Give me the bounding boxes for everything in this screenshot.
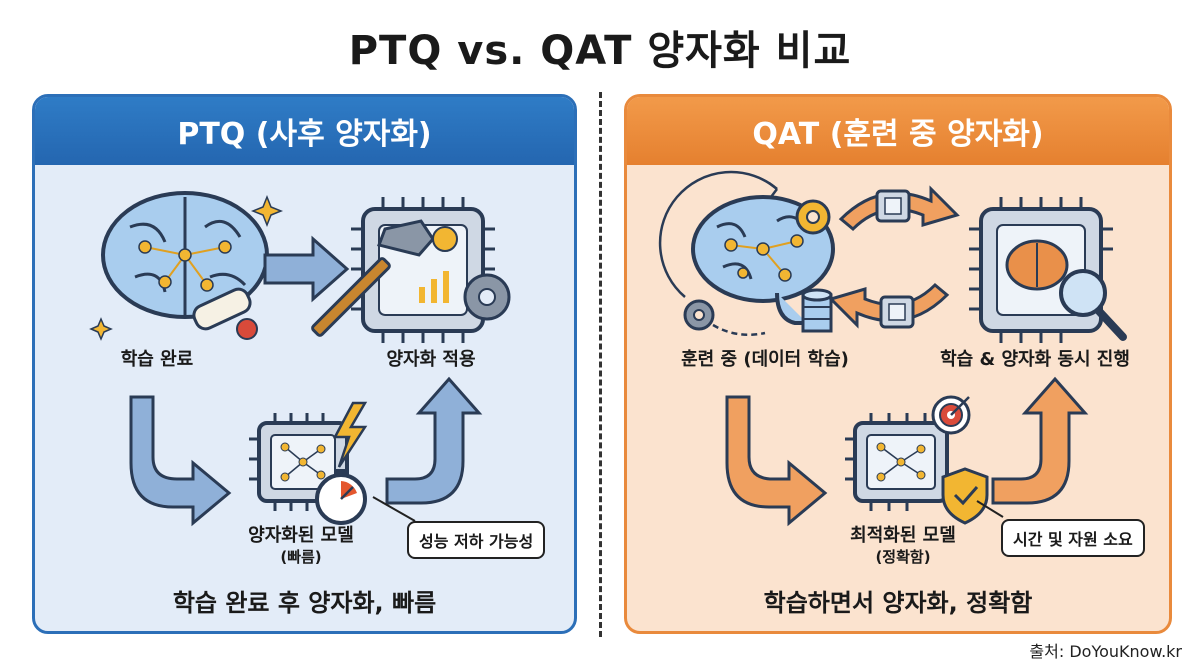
- ptq-summary: 학습 완료 후 양자화, 빠름: [172, 589, 437, 617]
- curved-arrow-down-icon: [725, 395, 828, 527]
- database-icon: [801, 288, 833, 333]
- target-icon: [931, 395, 971, 435]
- magnifier-icon: [1059, 269, 1127, 341]
- qat-summary: 학습하면서 양자화, 정확함: [763, 589, 1033, 617]
- qat-callout: 시간 및 자원 소요: [1001, 519, 1145, 557]
- qat-illustration: [658, 170, 1127, 527]
- ptq-illustration: [89, 191, 511, 527]
- qat-step3-label: 최적화된 모델: [850, 525, 956, 546]
- source-credit: 출처: DoYouKnow.kr: [1029, 642, 1182, 661]
- callout-pointer: [372, 496, 416, 522]
- qat-step1-label: 훈련 중 (데이터 학습): [681, 349, 849, 370]
- ptq-callout: 성능 저하 가능성: [407, 521, 546, 559]
- gear-icon: [432, 226, 511, 321]
- curved-arrow-up-icon: [385, 376, 483, 505]
- brain-icon: [101, 191, 269, 319]
- chip-brain-icon: [969, 197, 1113, 343]
- ptq-step3-label: 양자화된 모델: [248, 525, 354, 546]
- shield-check-icon: [941, 467, 989, 525]
- qat-panel-header: QAT (훈련 중 양자화): [627, 97, 1169, 165]
- stopwatch-icon: [315, 469, 367, 525]
- arrow-right-icon: [263, 235, 350, 303]
- curved-arrow-down-icon: [129, 395, 232, 527]
- sparkle-icon: [89, 194, 284, 341]
- qat-step3-sublabel: (정확함): [875, 548, 931, 566]
- ptq-step2-label: 양자화 적용: [386, 349, 476, 370]
- ptq-step1-label: 학습 완료: [120, 349, 194, 370]
- callout-pointer: [976, 500, 1004, 518]
- ptq-step3-sublabel: (빠름): [280, 548, 322, 566]
- qat-step2-label: 학습 & 양자화 동시 진행: [940, 349, 1130, 370]
- page-title: PTQ vs. QAT 양자화 비교: [348, 28, 852, 74]
- mini-chip-icon: [875, 189, 911, 223]
- gear-icon: [683, 199, 831, 331]
- panel-divider: [599, 92, 602, 637]
- cycle-arrow-icon: [658, 170, 778, 298]
- optimized-chip-icon: [845, 413, 949, 511]
- ptq-panel: PTQ (사후 양자화): [32, 94, 577, 634]
- lightning-icon: [332, 401, 368, 468]
- diploma-scroll-icon: [192, 287, 258, 340]
- mini-chip-icon: [879, 295, 915, 329]
- curved-arrow-up-icon: [991, 376, 1089, 505]
- ptq-panel-header: PTQ (사후 양자화): [35, 97, 574, 165]
- qat-panel: QAT (훈련 중 양자화): [624, 94, 1172, 634]
